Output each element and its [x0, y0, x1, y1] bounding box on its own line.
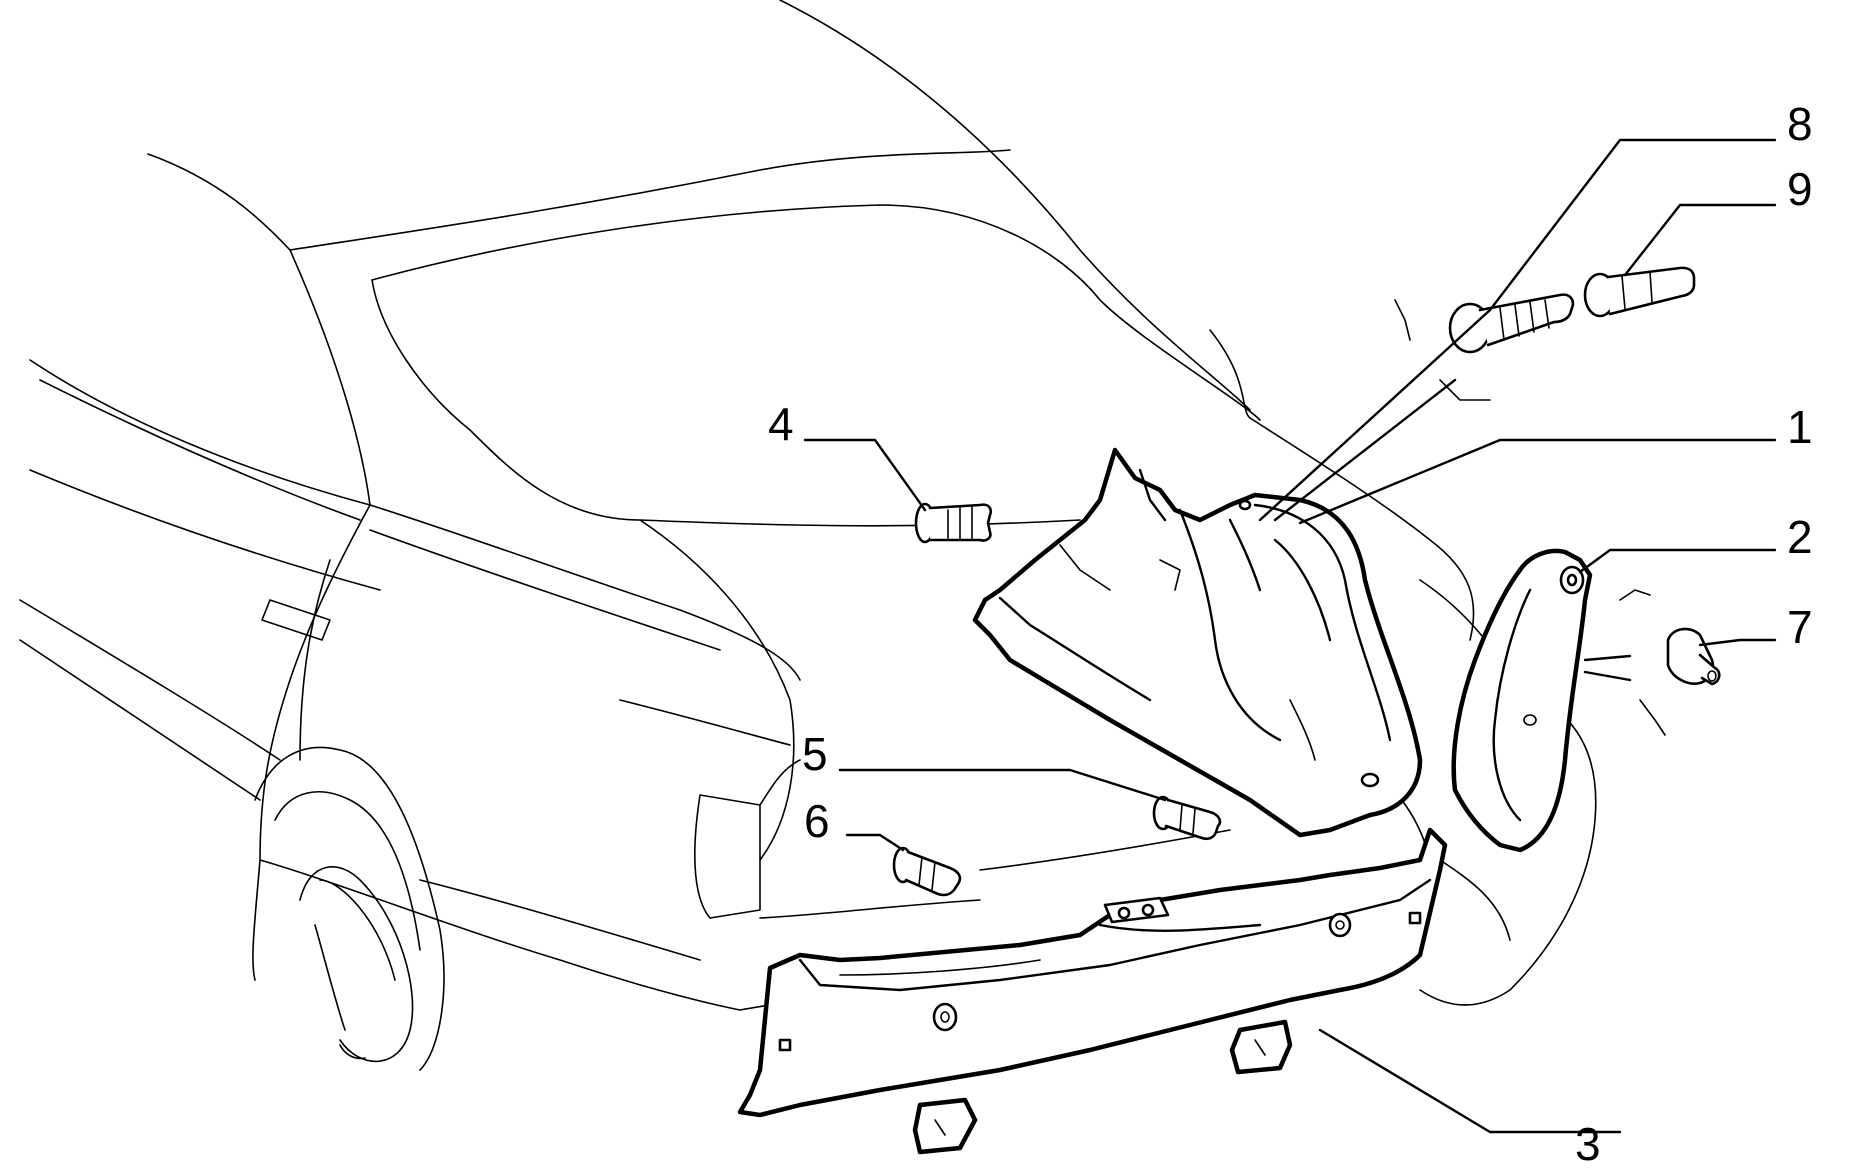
part-8-fastener: [1448, 293, 1575, 354]
leader-lines: [803, 138, 1777, 1134]
part-6-fastener: [892, 846, 962, 897]
callout-labels: 8 9 1 2 7 4 5 6 3: [768, 98, 1813, 1170]
part-5-fastener: [1152, 795, 1222, 841]
callout-9: 9: [1787, 163, 1813, 215]
callout-3: 3: [1575, 1118, 1601, 1170]
callout-8: 8: [1787, 98, 1813, 150]
part-2-lateral-trim: [1451, 548, 1593, 853]
callout-5: 5: [802, 728, 828, 780]
part-1-trunk-side-panel: [972, 447, 1423, 838]
part-7-fastener: [1666, 627, 1721, 686]
callout-6: 6: [804, 795, 830, 847]
part-3-rear-sill-trim: [737, 827, 1448, 1155]
callout-2: 2: [1787, 511, 1813, 563]
callout-4: 4: [768, 398, 794, 450]
callout-1: 1: [1787, 401, 1813, 453]
part-9-fastener: [1583, 266, 1696, 318]
part-4-fastener: [914, 502, 992, 544]
callout-7: 7: [1787, 601, 1813, 653]
